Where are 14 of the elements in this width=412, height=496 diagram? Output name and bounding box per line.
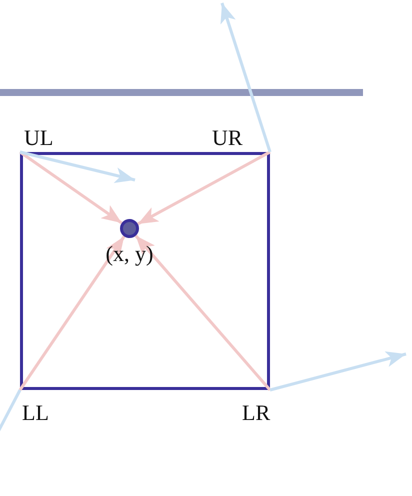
arrow: [270, 351, 406, 392]
point-dot: [120, 219, 139, 238]
arrow: [220, 2, 272, 152]
line: [0, 389, 22, 433]
arrow: [137, 150, 271, 226]
corner-label: LL: [22, 401, 49, 425]
corner-label: UL: [24, 126, 54, 150]
arrow: [19, 150, 123, 224]
arrow: [18, 236, 126, 391]
arrow: [134, 234, 272, 391]
coordinate-label: (x, y): [104, 242, 154, 266]
arrow: [20, 150, 136, 184]
corner-label: UR: [212, 126, 243, 150]
corner-label: LR: [242, 401, 270, 425]
